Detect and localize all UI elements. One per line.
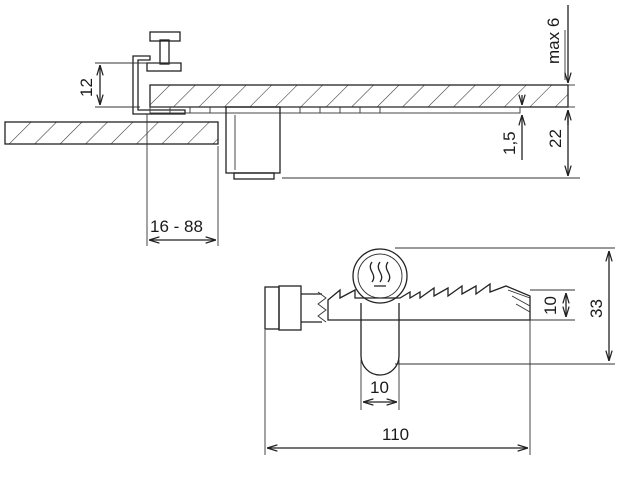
lock-stem xyxy=(360,303,400,376)
label-height-total: 22 xyxy=(546,129,565,148)
lock-cylinder xyxy=(352,248,408,304)
label-overall-height: 33 xyxy=(587,299,606,318)
front-view xyxy=(264,247,615,455)
label-thickness-small: 1,5 xyxy=(500,131,519,155)
label-overall-length: 110 xyxy=(382,425,409,444)
clamp-bracket xyxy=(132,55,186,115)
end-cap xyxy=(278,285,302,331)
side-section-view xyxy=(4,5,580,246)
lower-plate xyxy=(4,121,219,145)
clamp-screw xyxy=(146,31,182,72)
end-knob xyxy=(264,286,280,330)
label-rack-height: 10 xyxy=(541,296,560,315)
toothed-rack xyxy=(327,282,531,321)
label-max-gap: max 6 xyxy=(544,18,563,64)
keyway-glyph xyxy=(369,261,391,287)
rack-bar xyxy=(149,106,521,114)
upper-plate xyxy=(149,84,569,108)
label-clamp-height: 12 xyxy=(77,78,96,97)
label-range: 16 - 88 xyxy=(150,217,203,236)
rack-slots xyxy=(169,107,381,113)
label-cylinder-width: 10 xyxy=(370,378,389,397)
lock-body xyxy=(225,106,281,180)
